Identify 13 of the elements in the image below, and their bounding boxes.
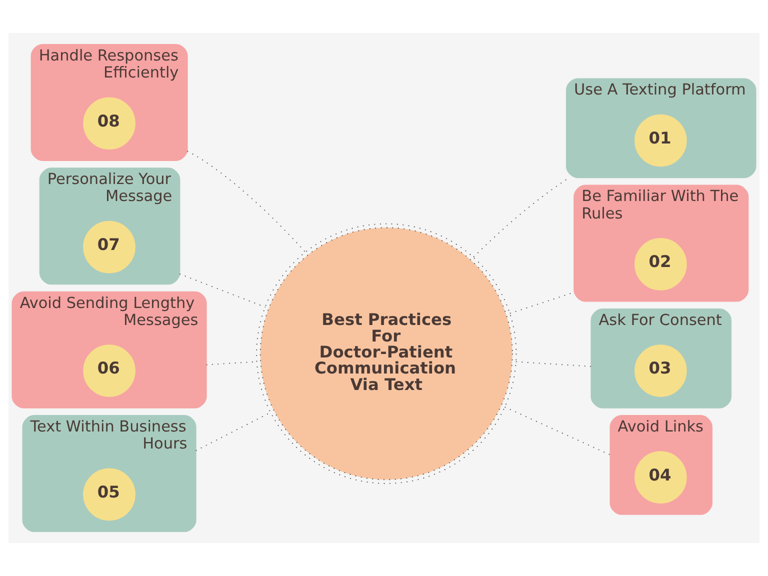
node-circle: 04 bbox=[634, 451, 687, 504]
connector bbox=[179, 274, 266, 308]
connector bbox=[186, 150, 306, 253]
node-circle: 05 bbox=[83, 468, 136, 521]
connector bbox=[515, 361, 592, 367]
node-circle: 02 bbox=[634, 238, 687, 290]
node-circle: 06 bbox=[83, 344, 136, 397]
node-circle: Best Practices For Doctor-Patient Communication Via Text bbox=[256, 223, 517, 484]
node-circle: 03 bbox=[634, 344, 687, 397]
connector bbox=[504, 406, 611, 456]
node-circle: 08 bbox=[83, 97, 136, 150]
node-circle: 07 bbox=[83, 220, 136, 274]
node-circle: 01 bbox=[634, 114, 687, 167]
